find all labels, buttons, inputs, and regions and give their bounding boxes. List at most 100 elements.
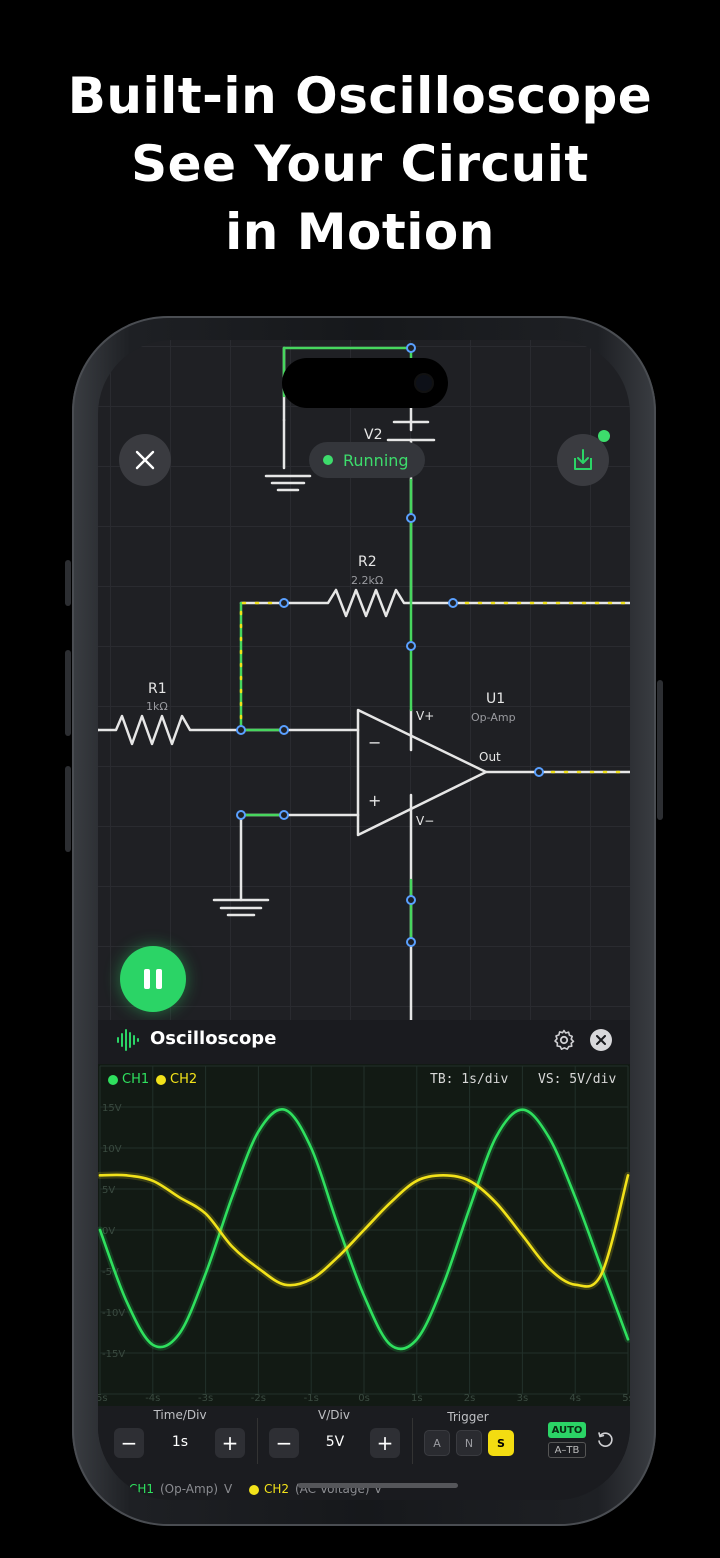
status-badge: Running bbox=[309, 442, 425, 478]
oscilloscope-title: Oscilloscope bbox=[150, 1028, 277, 1049]
y-tick-label: -10V bbox=[102, 1308, 125, 1319]
x-tick-label: 1s bbox=[411, 1393, 423, 1404]
headline-line-1: Built-in Oscilloscope bbox=[67, 67, 653, 125]
node bbox=[406, 641, 416, 651]
settings-icon[interactable] bbox=[552, 1028, 576, 1052]
running-dot-icon bbox=[323, 455, 333, 465]
ground-symbol-bottom bbox=[212, 898, 270, 917]
oscilloscope-header: Oscilloscope bbox=[98, 1020, 630, 1064]
pin-inverting-label: − bbox=[368, 733, 381, 752]
close-button[interactable] bbox=[119, 434, 171, 486]
resistor-r2 bbox=[239, 588, 413, 618]
r1-label: R1 bbox=[148, 681, 167, 697]
v-div-increase-button[interactable]: + bbox=[370, 1428, 400, 1458]
y-tick-label: -15V bbox=[102, 1349, 125, 1360]
node bbox=[279, 810, 289, 820]
reset-icon[interactable] bbox=[596, 1431, 614, 1449]
x-tick-label: 0s bbox=[358, 1393, 370, 1404]
oscilloscope-chart: 15V10V5V0V-5V-10V-15V-5s-4s-3s-2s-1s0s1s… bbox=[98, 1065, 630, 1404]
oscilloscope-plot[interactable]: 15V10V5V0V-5V-10V-15V-5s-4s-3s-2s-1s0s1s… bbox=[98, 1064, 630, 1406]
ch2-dot-icon bbox=[156, 1074, 166, 1085]
v-div-decrease-button[interactable]: − bbox=[269, 1428, 299, 1458]
ch1-label: CH1 bbox=[122, 1072, 150, 1087]
x-tick-label: -4s bbox=[145, 1393, 160, 1404]
pause-button[interactable] bbox=[120, 946, 186, 1012]
headline-line-3: in Motion bbox=[225, 203, 495, 261]
resistor-r1 bbox=[98, 714, 243, 746]
oscilloscope-panel: Oscilloscope 15V10V5V0V-5V-10V-15V-5s-4s… bbox=[98, 1020, 630, 1500]
u1-type: Op-Amp bbox=[471, 711, 516, 724]
close-oscilloscope-button[interactable] bbox=[590, 1029, 612, 1051]
pin-noninverting-label: + bbox=[368, 791, 381, 810]
phone-volume-up bbox=[65, 650, 71, 736]
timebase-readout: TB: 1s/div bbox=[430, 1072, 509, 1087]
op-amp-symbol bbox=[356, 708, 488, 837]
divider bbox=[412, 1418, 413, 1464]
node bbox=[406, 937, 416, 947]
v-div-value: 5V bbox=[325, 1434, 345, 1450]
node bbox=[236, 810, 246, 820]
notification-dot bbox=[598, 430, 610, 442]
current-flow bbox=[239, 601, 286, 732]
home-indicator bbox=[298, 1483, 458, 1488]
node bbox=[279, 598, 289, 608]
y-tick-label: 15V bbox=[102, 1103, 122, 1114]
r2-value: 2.2kΩ bbox=[351, 574, 383, 587]
node bbox=[448, 598, 458, 608]
legend-ch2-unit: V bbox=[374, 1482, 383, 1496]
trigger-mode-auto[interactable]: A bbox=[424, 1430, 450, 1456]
pause-icon bbox=[144, 969, 150, 989]
series-line-ch2 bbox=[98, 1173, 630, 1288]
y-tick-label: 5V bbox=[102, 1185, 115, 1196]
auto-timebase-button[interactable]: A–TB bbox=[548, 1442, 586, 1458]
series-line-ch1 bbox=[98, 1108, 630, 1351]
close-icon bbox=[135, 450, 155, 470]
ch2-label: CH2 bbox=[170, 1072, 198, 1087]
phone-volume-down bbox=[65, 766, 71, 852]
camera-icon bbox=[414, 373, 434, 393]
y-tick-label: -5V bbox=[102, 1267, 119, 1278]
legend-ch1-unit: V bbox=[224, 1482, 233, 1496]
x-tick-label: 3s bbox=[517, 1393, 529, 1404]
time-div-increase-button[interactable]: + bbox=[215, 1428, 245, 1458]
ground-symbol-top bbox=[264, 474, 312, 492]
pin-vplus-label: V+ bbox=[416, 709, 434, 723]
oscilloscope-controls: Time/Div − 1s + V/Div − 5V + Trigger A N… bbox=[98, 1406, 630, 1480]
node bbox=[236, 725, 246, 735]
ch1-dot-icon bbox=[108, 1074, 118, 1085]
node bbox=[406, 895, 416, 905]
v2-label: V2 bbox=[364, 427, 382, 443]
x-tick-label: 2s bbox=[464, 1393, 476, 1404]
x-tick-label: -3s bbox=[198, 1393, 213, 1404]
x-tick-label: -1s bbox=[304, 1393, 319, 1404]
active-wire bbox=[239, 601, 286, 732]
headline: Built-in Oscilloscope See Your Circuit i… bbox=[0, 62, 720, 266]
trigger-mode-normal[interactable]: N bbox=[456, 1430, 482, 1456]
waveform-icon bbox=[117, 1029, 139, 1051]
node bbox=[406, 343, 416, 353]
ch1-indicator[interactable]: CH1 bbox=[108, 1072, 149, 1087]
u1-label: U1 bbox=[486, 691, 505, 707]
x-tick-label: 4s bbox=[569, 1393, 581, 1404]
time-div-decrease-button[interactable]: − bbox=[114, 1428, 144, 1458]
x-tick-label: -2s bbox=[251, 1393, 266, 1404]
legend-ch1-dot-icon bbox=[118, 1485, 128, 1495]
vscale-readout: VS: 5V/div bbox=[538, 1072, 617, 1087]
time-div-value: 1s bbox=[171, 1434, 189, 1450]
dynamic-island bbox=[282, 358, 448, 408]
export-button[interactable] bbox=[557, 434, 609, 486]
legend-ch1-name: CH1 bbox=[129, 1482, 155, 1496]
legend-ch1-desc: (Op-Amp) bbox=[160, 1482, 219, 1496]
pin-out-label: Out bbox=[479, 750, 501, 764]
ch2-indicator[interactable]: CH2 bbox=[156, 1072, 197, 1087]
trigger-mode-single[interactable]: S bbox=[488, 1430, 514, 1456]
auto-button[interactable]: AUTO bbox=[548, 1422, 586, 1438]
x-tick-label: -5s bbox=[98, 1393, 108, 1404]
time-div-label: Time/Div bbox=[153, 1408, 207, 1422]
pin-vminus-label: V− bbox=[416, 814, 434, 828]
divider bbox=[257, 1418, 258, 1464]
node bbox=[279, 725, 289, 735]
node bbox=[534, 767, 544, 777]
status-text: Running bbox=[343, 450, 409, 470]
headline-line-2: See Your Circuit bbox=[131, 135, 589, 193]
